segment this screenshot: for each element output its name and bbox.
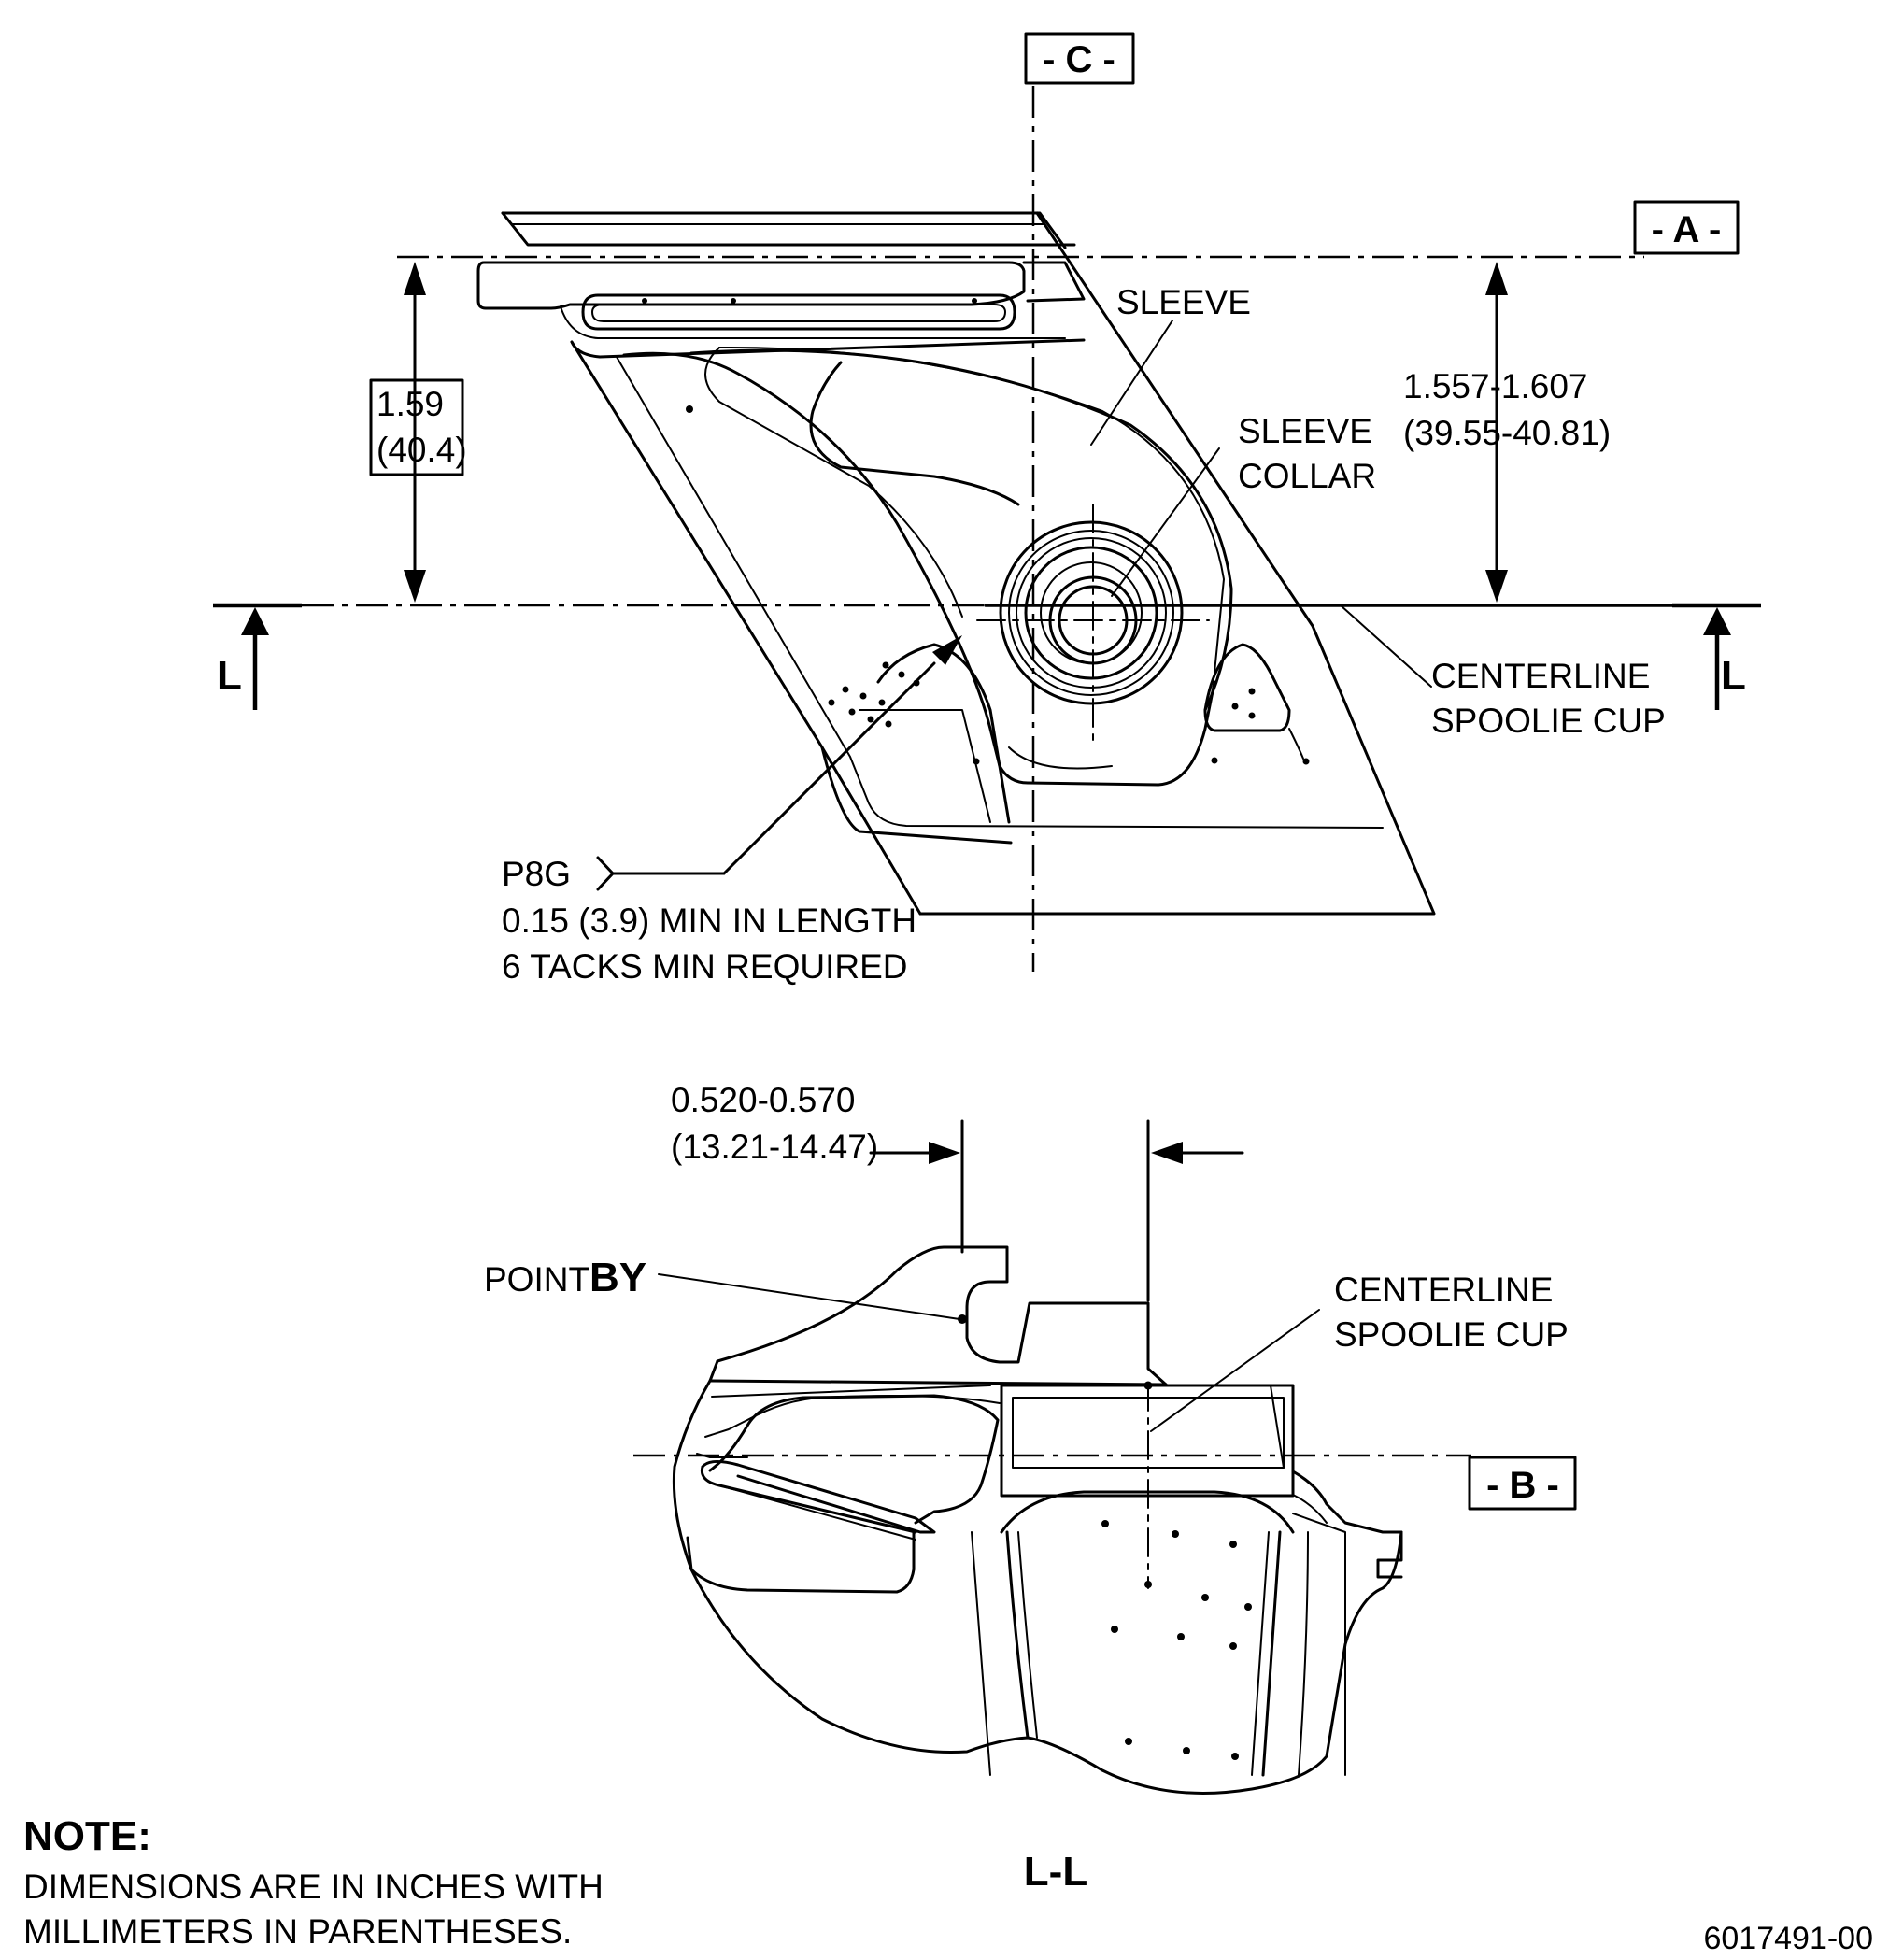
weld-length-label: 0.15 (3.9) MIN IN LENGTH <box>502 902 916 940</box>
sleeve-collar-leader <box>1111 447 1220 597</box>
weld-tacks-label: 6 TACKS MIN REQUIRED <box>502 947 907 986</box>
datum-b-box <box>1468 1456 1577 1511</box>
centerline-top-leader <box>1340 604 1432 688</box>
point-by-prefix: POINT <box>484 1260 589 1299</box>
bracket-part <box>476 211 1436 916</box>
note-title: NOTE: <box>23 1813 151 1859</box>
sleeve-leader <box>1090 320 1173 446</box>
width-dimension-arrows <box>869 1142 1244 1164</box>
dimension-left-inch: 1.59 <box>376 385 444 423</box>
top-view: - C - - A - 1.59 (40.4) 1.557-1.607 (39.… <box>213 32 1761 986</box>
centerline-top-label-line2: SPOOLIE CUP <box>1431 702 1666 740</box>
dimension-left-box <box>369 378 464 476</box>
datum-c-label: - C - <box>1043 39 1115 80</box>
dimension-left <box>404 262 426 603</box>
note-line1: DIMENSIONS ARE IN INCHES WITH <box>23 1868 604 1906</box>
sleeve-collar-ring <box>1024 546 1158 680</box>
centerline-bottom-label-line2: SPOOLIE CUP <box>1334 1315 1569 1354</box>
section-title: L-L <box>1024 1849 1087 1895</box>
note-line2: MILLIMETERS IN PARENTHESES. <box>23 1912 572 1951</box>
section-label-left: L <box>217 653 242 699</box>
sleeve-label: SLEEVE <box>1116 283 1251 321</box>
dimension-right <box>1485 262 1508 603</box>
point-by-leader <box>658 1273 960 1320</box>
dimension-right-inch: 1.557-1.607 <box>1403 367 1588 405</box>
figure-id: 6017491-00 <box>1703 1921 1873 1956</box>
section-part <box>672 1245 1403 1795</box>
width-dimension-mm: (13.21-14.47) <box>671 1128 878 1166</box>
section-view-ll: 0.520-0.570 (13.21-14.47) POINT BY CENTE… <box>484 1081 1577 1895</box>
section-label-right: L <box>1721 653 1746 699</box>
datum-b-label: - B - <box>1486 1465 1559 1506</box>
sleeve-collar-outer-ring <box>999 520 1184 705</box>
weld-symbol-leader <box>596 635 962 891</box>
section-tack-marks <box>1101 1381 1252 1760</box>
section-arrow-left <box>241 607 269 710</box>
width-dimension-inch: 0.520-0.570 <box>671 1081 856 1119</box>
section-arrow-right <box>1703 607 1731 710</box>
datum-c-box <box>1024 32 1135 85</box>
point-by-marker <box>958 1314 967 1324</box>
dimension-left-mm: (40.4) <box>376 431 467 469</box>
centerline-bottom-label-line1: CENTERLINE <box>1334 1271 1553 1309</box>
centerline-bottom-leader <box>1150 1309 1320 1432</box>
sleeve-collar-label-line2: COLLAR <box>1238 457 1376 495</box>
dimension-right-mm: (39.55-40.81) <box>1403 414 1611 452</box>
sleeve-collar-label-line1: SLEEVE <box>1238 412 1372 450</box>
point-by-id: BY <box>589 1255 646 1300</box>
centerline-top-label-line1: CENTERLINE <box>1431 657 1650 695</box>
datum-a-label: - A - <box>1652 209 1722 250</box>
weld-symbol-label: P8G <box>502 855 571 893</box>
datum-a-box <box>1633 200 1740 255</box>
